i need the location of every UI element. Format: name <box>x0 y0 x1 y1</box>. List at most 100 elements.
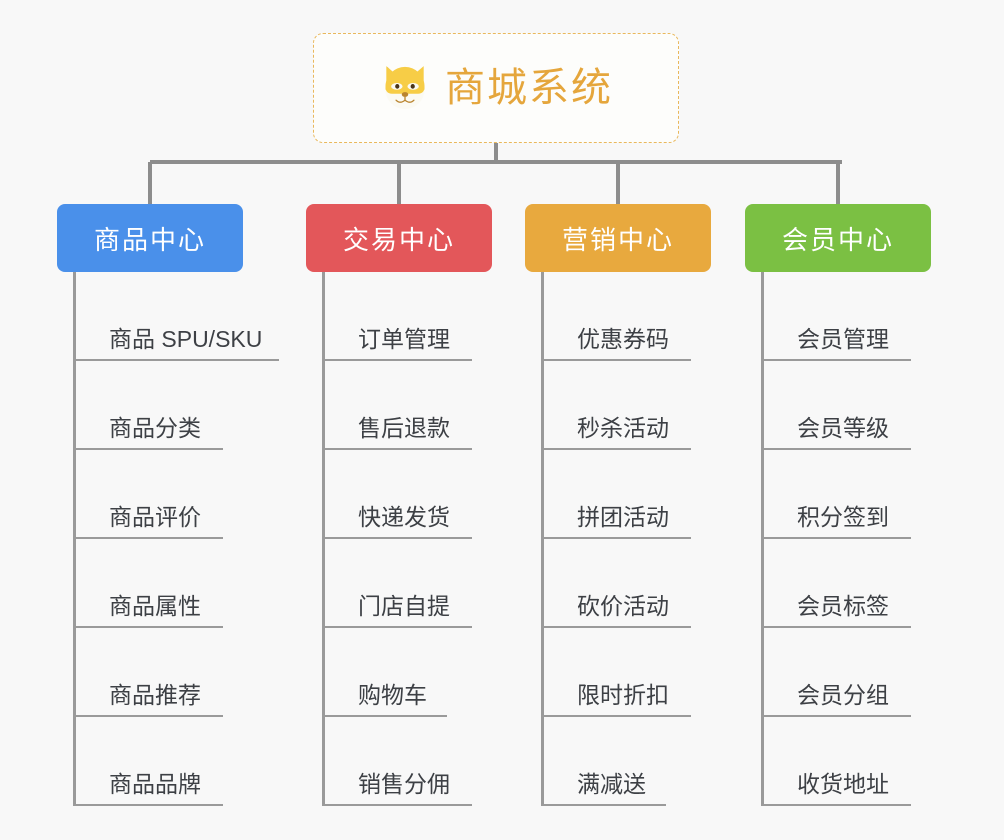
leaf-label: 砍价活动 <box>577 593 669 619</box>
list-item[interactable]: 会员分组 <box>761 628 931 717</box>
list-item[interactable]: 优惠券码 <box>541 272 711 361</box>
list-item[interactable]: 收货地址 <box>761 717 931 806</box>
list-item[interactable]: 限时折扣 <box>541 628 711 717</box>
leaf-list-1: 订单管理 售后退款 快递发货 门店自提 购物车 销售分佣 <box>322 272 492 806</box>
list-item[interactable]: 满减送 <box>541 717 711 806</box>
leaf-label: 限时折扣 <box>577 682 669 708</box>
column-drop-connector <box>148 162 152 204</box>
leaf-label: 会员管理 <box>797 326 889 352</box>
category-header-2[interactable]: 营销中心 <box>525 204 711 272</box>
root-stem-connector <box>494 143 498 164</box>
leaf-label: 会员等级 <box>797 415 889 441</box>
list-item[interactable]: 拼团活动 <box>541 450 711 539</box>
leaf-label: 购物车 <box>358 682 427 708</box>
list-item[interactable]: 砍价活动 <box>541 539 711 628</box>
leaf-label: 商品 SPU/SKU <box>109 326 263 352</box>
leaf-rule <box>541 715 691 717</box>
category-column-3: 会员中心 会员管理 会员等级 积分签到 会员标签 会员分组 <box>745 162 931 806</box>
leaf-rule <box>761 537 911 539</box>
category-header-0[interactable]: 商品中心 <box>57 204 243 272</box>
leaf-label: 积分签到 <box>797 504 889 530</box>
leaf-rule <box>541 804 666 806</box>
leaf-label: 售后退款 <box>358 415 450 441</box>
leaf-rule <box>541 448 691 450</box>
list-item[interactable]: 快递发货 <box>322 450 492 539</box>
leaf-label: 商品属性 <box>109 593 201 619</box>
leaf-label: 拼团活动 <box>577 504 669 530</box>
leaf-label: 门店自提 <box>358 593 450 619</box>
category-header-3[interactable]: 会员中心 <box>745 204 931 272</box>
category-header-label: 营销中心 <box>561 224 674 255</box>
list-item[interactable]: 商品分类 <box>73 361 243 450</box>
list-item[interactable]: 购物车 <box>322 628 492 717</box>
list-item[interactable]: 商品评价 <box>73 450 243 539</box>
leaf-rule <box>73 537 223 539</box>
root-title: 商城系统 <box>445 66 613 110</box>
list-item[interactable]: 会员等级 <box>761 361 931 450</box>
leaf-rule <box>761 804 911 806</box>
category-header-label: 会员中心 <box>781 224 894 255</box>
leaf-label: 会员分组 <box>797 682 889 708</box>
leaf-label: 优惠券码 <box>577 326 669 352</box>
list-item[interactable]: 商品 SPU/SKU <box>73 272 279 361</box>
leaf-rule <box>322 537 472 539</box>
leaf-rule <box>73 804 223 806</box>
column-drop-connector <box>397 162 401 204</box>
column-trunk-line <box>761 272 764 806</box>
leaf-rule <box>541 626 691 628</box>
leaf-rule <box>541 359 691 361</box>
leaf-label: 商品评价 <box>109 504 201 530</box>
category-column-1: 交易中心 订单管理 售后退款 快递发货 门店自提 购物车 <box>306 162 492 806</box>
leaf-label: 满减送 <box>577 771 646 797</box>
leaf-rule <box>761 359 911 361</box>
list-item[interactable]: 会员标签 <box>761 539 931 628</box>
list-item[interactable]: 秒杀活动 <box>541 361 711 450</box>
leaf-label: 商品推荐 <box>109 682 201 708</box>
shiba-dog-face-icon <box>379 62 431 114</box>
category-header-label: 商品中心 <box>93 224 206 255</box>
category-header-label: 交易中心 <box>342 224 455 255</box>
column-trunk-line <box>73 272 76 806</box>
leaf-rule <box>761 626 911 628</box>
list-item[interactable]: 门店自提 <box>322 539 492 628</box>
column-trunk-line <box>541 272 544 806</box>
leaf-label: 销售分佣 <box>358 771 450 797</box>
list-item[interactable]: 售后退款 <box>322 361 492 450</box>
list-item[interactable]: 积分签到 <box>761 450 931 539</box>
leaf-rule <box>541 537 691 539</box>
category-column-2: 营销中心 优惠券码 秒杀活动 拼团活动 砍价活动 限时折扣 <box>525 162 711 806</box>
leaf-list-0: 商品 SPU/SKU 商品分类 商品评价 商品属性 商品推荐 商品品牌 <box>73 272 279 806</box>
column-drop-connector <box>836 162 840 204</box>
list-item[interactable]: 商品推荐 <box>73 628 243 717</box>
list-item[interactable]: 商品属性 <box>73 539 243 628</box>
leaf-rule <box>73 626 223 628</box>
leaf-label: 秒杀活动 <box>577 415 669 441</box>
leaf-rule <box>73 448 223 450</box>
category-header-1[interactable]: 交易中心 <box>306 204 492 272</box>
list-item[interactable]: 会员管理 <box>761 272 931 361</box>
horizontal-bus-connector <box>150 160 842 164</box>
leaf-rule <box>322 804 472 806</box>
leaf-rule <box>322 448 472 450</box>
leaf-rule <box>322 715 447 717</box>
list-item[interactable]: 订单管理 <box>322 272 492 361</box>
leaf-label: 快递发货 <box>358 504 450 530</box>
root-node[interactable]: 商城系统 <box>313 33 679 143</box>
leaf-list-2: 优惠券码 秒杀活动 拼团活动 砍价活动 限时折扣 满减送 <box>541 272 711 806</box>
leaf-label: 订单管理 <box>358 326 450 352</box>
column-trunk-line <box>322 272 325 806</box>
category-column-0: 商品中心 商品 SPU/SKU 商品分类 商品评价 商品属性 商品推荐 <box>57 162 279 806</box>
list-item[interactable]: 商品品牌 <box>73 717 243 806</box>
leaf-rule <box>761 448 911 450</box>
leaf-rule <box>761 715 911 717</box>
leaf-label: 会员标签 <box>797 593 889 619</box>
leaf-label: 收货地址 <box>797 771 889 797</box>
leaf-rule <box>322 626 472 628</box>
leaf-rule <box>322 359 472 361</box>
list-item[interactable]: 销售分佣 <box>322 717 492 806</box>
leaf-label: 商品品牌 <box>109 771 201 797</box>
leaf-rule <box>73 359 279 361</box>
column-drop-connector <box>616 162 620 204</box>
leaf-list-3: 会员管理 会员等级 积分签到 会员标签 会员分组 收货地址 <box>761 272 931 806</box>
